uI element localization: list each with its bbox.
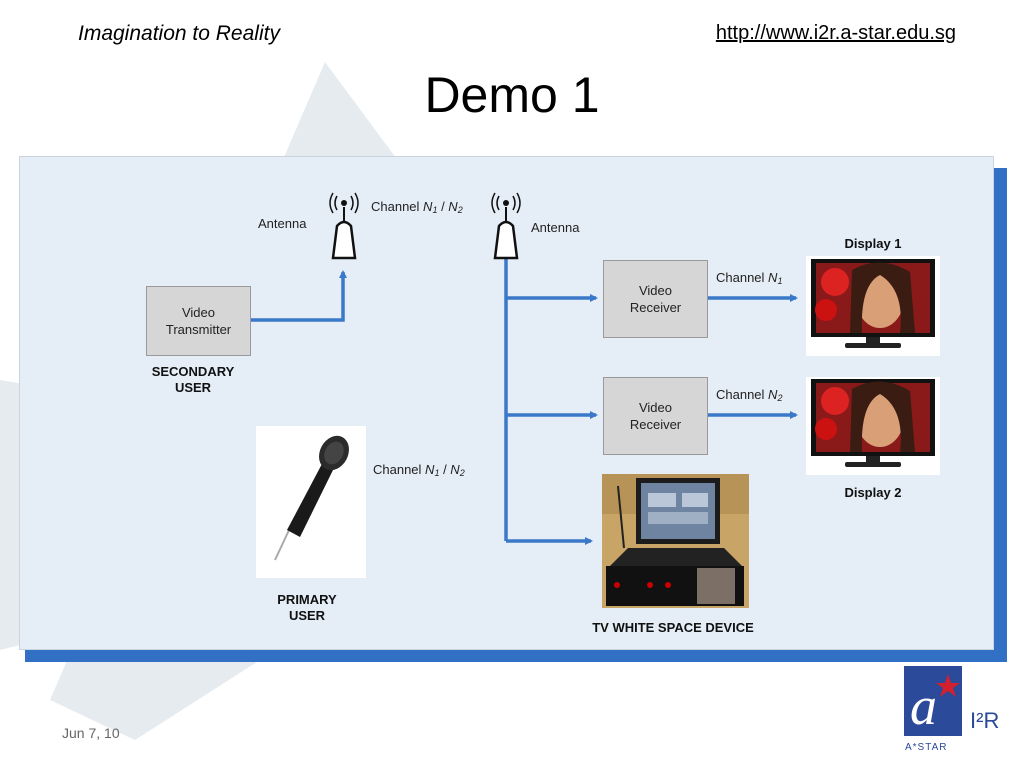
antenna-left-label: Antenna xyxy=(258,216,307,231)
antenna-left-icon xyxy=(329,192,359,260)
microphone-image xyxy=(256,426,366,578)
video-receiver-2-box: Video Receiver xyxy=(603,377,708,455)
website-link[interactable]: http://www.i2r.a-star.edu.sg xyxy=(715,22,956,44)
antenna-right-icon xyxy=(491,192,521,260)
video-receiver-1-box: Video Receiver xyxy=(603,260,708,338)
display-2-image xyxy=(806,377,940,475)
antenna-right-label: Antenna xyxy=(531,220,580,235)
transmitter-to-antenna-arrow xyxy=(250,270,347,322)
video-transmitter-box: Video Transmitter xyxy=(146,286,251,356)
svg-text:A*STAR: A*STAR xyxy=(905,742,948,753)
tvws-device-image xyxy=(602,474,749,608)
tagline: Imagination to Reality xyxy=(78,22,280,45)
display-1-label: Display 1 xyxy=(844,236,902,251)
slide-date: Jun 7, 10 xyxy=(62,725,120,741)
svg-text:I²R: I²R xyxy=(970,708,999,733)
secondary-user-label: SECONDARY USER xyxy=(151,364,235,395)
display-2-label: Display 2 xyxy=(844,485,902,500)
svg-text:a: a xyxy=(910,676,937,736)
channel-top-label: Channel N1 / N2 xyxy=(371,199,463,215)
tvws-device-label: TV WHITE SPACE DEVICE xyxy=(592,620,754,635)
channel-mid-label: Channel N1 / N2 xyxy=(373,462,465,478)
slide-title: Demo 1 xyxy=(424,67,600,123)
channel-2-label: Channel N2 xyxy=(716,387,783,403)
display-1-image xyxy=(806,256,940,356)
a-star-i2r-logo: a A*STAR I²R xyxy=(904,666,999,753)
channel-1-label: Channel N1 xyxy=(716,270,783,286)
primary-user-label: PRIMARY USER xyxy=(277,592,337,623)
